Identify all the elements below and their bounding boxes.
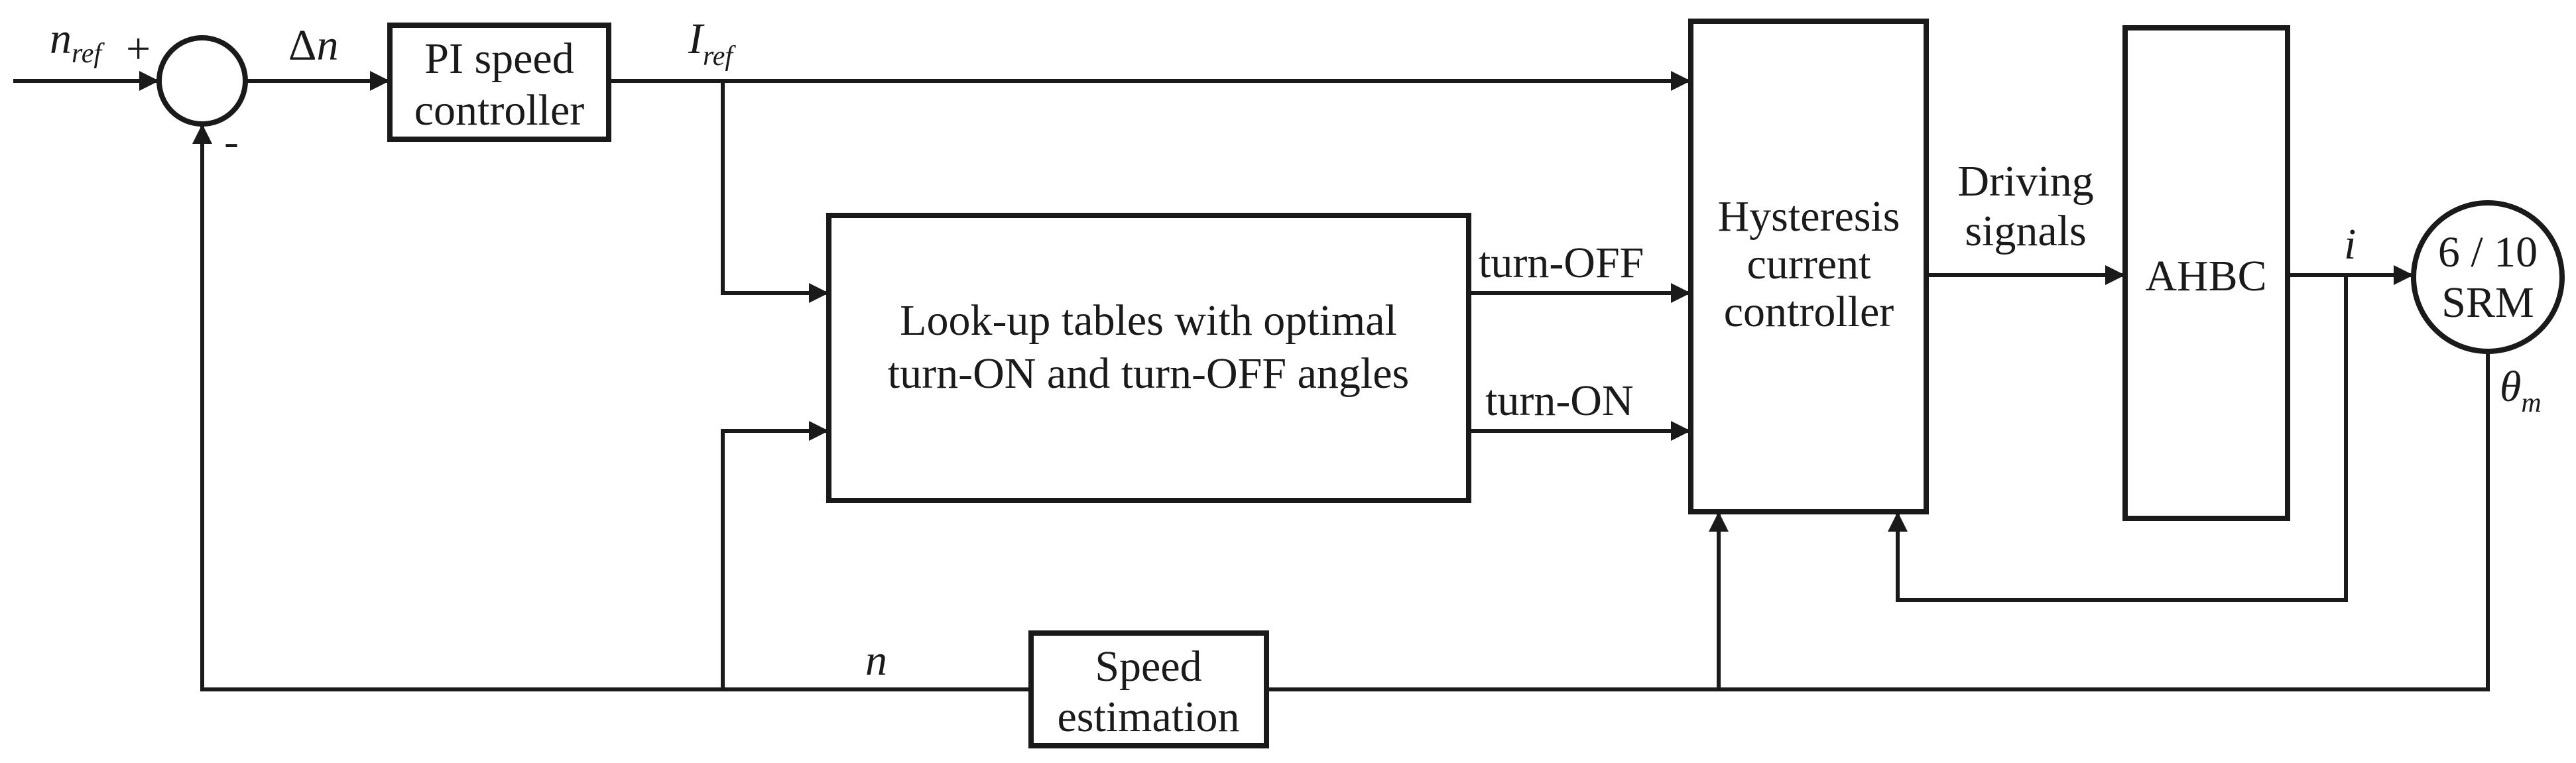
wire-speed-feedback [192,124,1031,691]
pi-controller-label-line2: controller [414,86,585,135]
speed-n-label: n [865,636,887,685]
hysteresis-label-line1: Hysteresis [1718,192,1900,241]
lookup-tables-label-line2: turn-ON and turn-OFF angles [888,349,1409,398]
driving-signals-label-line2: signals [1965,207,2086,255]
lookup-tables-block [826,213,1471,503]
speed-estimation-label-line2: estimation [1058,693,1240,741]
ahbc-label: AHBC [2145,252,2266,300]
turn-on-label: turn-ON [1485,377,1634,425]
iref-label: Iref [688,15,736,72]
minus-sign: - [224,117,239,166]
theta-m-label: θm [2500,363,2542,418]
nref-label: nref [50,15,105,69]
driving-signals-label-line1: Driving [1957,157,2093,205]
srm-label-line1: 6 / 10 [2438,228,2538,276]
hysteresis-label-line3: controller [1724,288,1894,336]
current-i-label: i [2344,220,2356,268]
turn-off-label: turn-OFF [1479,239,1644,287]
wire-theta-feedback [1266,351,2490,691]
plus-sign: + [126,25,151,73]
srm-motor [2411,200,2565,354]
hysteresis-current-controller-block [1688,19,1929,514]
lookup-tables-label-line1: Look-up tables with optimal [900,296,1397,345]
delta-n-label: Δn [288,21,338,70]
summing-junction [156,35,248,127]
pi-controller-label-line1: PI speed [424,34,574,83]
wire-iref-to-lookup [721,81,829,303]
hysteresis-label-line2: current [1747,240,1871,288]
speed-estimation-label-line1: Speed [1095,642,1201,691]
wire-current-feedback [1888,275,2348,602]
srm-label-line2: SRM [2441,278,2534,327]
wire-speed-to-lookup [721,421,829,689]
speed-estimation-block [1028,630,1269,748]
